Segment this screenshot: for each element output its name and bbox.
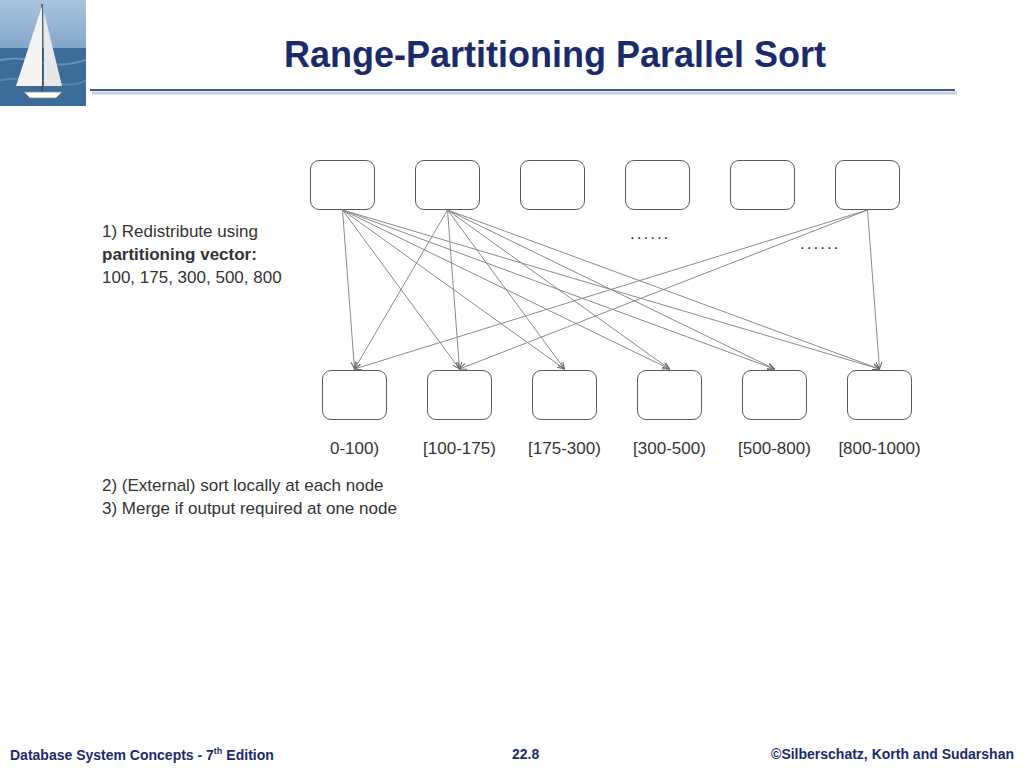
range-label: [175-300) — [528, 439, 601, 459]
slide-title: Range-Partitioning Parallel Sort — [90, 34, 1020, 76]
redistribution-arrow — [460, 210, 868, 369]
redistribution-arrow — [448, 210, 775, 369]
target-node-box: 0-100) — [322, 370, 387, 420]
redistribution-arrow — [448, 210, 460, 369]
source-node-box — [415, 160, 480, 210]
slide-number: 22.8 — [512, 746, 539, 762]
target-node-box: [300-500) — [637, 370, 702, 420]
ellipsis: ...... — [800, 234, 840, 254]
redistribution-arrow — [343, 210, 460, 369]
source-node-box — [625, 160, 690, 210]
redistribution-arrow — [448, 210, 670, 369]
redistribution-arrow — [343, 210, 775, 369]
redistribution-arrow — [343, 210, 355, 369]
source-node-box — [310, 160, 375, 210]
redistribution-arrow — [343, 210, 565, 369]
range-label: 0-100) — [330, 439, 379, 459]
sailboat-photo — [0, 0, 86, 106]
range-label: [500-800) — [738, 439, 811, 459]
step-text: partitioning vector: — [102, 245, 257, 265]
partition-values: 100, 175, 300, 500, 800 — [102, 268, 282, 288]
footer-book: Database System Concepts - 7 — [10, 747, 214, 763]
redistribution-arrow — [343, 210, 670, 369]
footer-edition: Edition — [226, 747, 273, 763]
copyright: ©Silberschatz, Korth and Sudarshan — [771, 746, 1014, 762]
footer-superscript: th — [214, 746, 223, 756]
target-node-box: [100-175) — [427, 370, 492, 420]
target-node-box: [175-300) — [532, 370, 597, 420]
source-node-box — [835, 160, 900, 210]
range-label: [100-175) — [423, 439, 496, 459]
step-text: 3) Merge if output required at one node — [102, 499, 397, 519]
step-text: 2) (External) sort locally at each node — [102, 476, 384, 496]
redistribution-arrow — [448, 210, 880, 369]
target-node-box: [800-1000) — [847, 370, 912, 420]
source-node-box — [520, 160, 585, 210]
redistribution-arrow — [355, 210, 448, 369]
step-text: 1) Redistribute using — [102, 222, 258, 242]
ellipsis: ...... — [630, 224, 670, 244]
redistribution-arrow — [868, 210, 880, 369]
range-label: [300-500) — [633, 439, 706, 459]
range-label: [800-1000) — [838, 439, 920, 459]
redistribution-arrow — [355, 210, 868, 369]
source-node-box — [730, 160, 795, 210]
footer-left: Database System Concepts - 7thEdition — [10, 746, 274, 763]
target-node-box: [500-800) — [742, 370, 807, 420]
redistribution-arrow — [343, 210, 880, 369]
redistribution-arrow — [448, 210, 565, 369]
